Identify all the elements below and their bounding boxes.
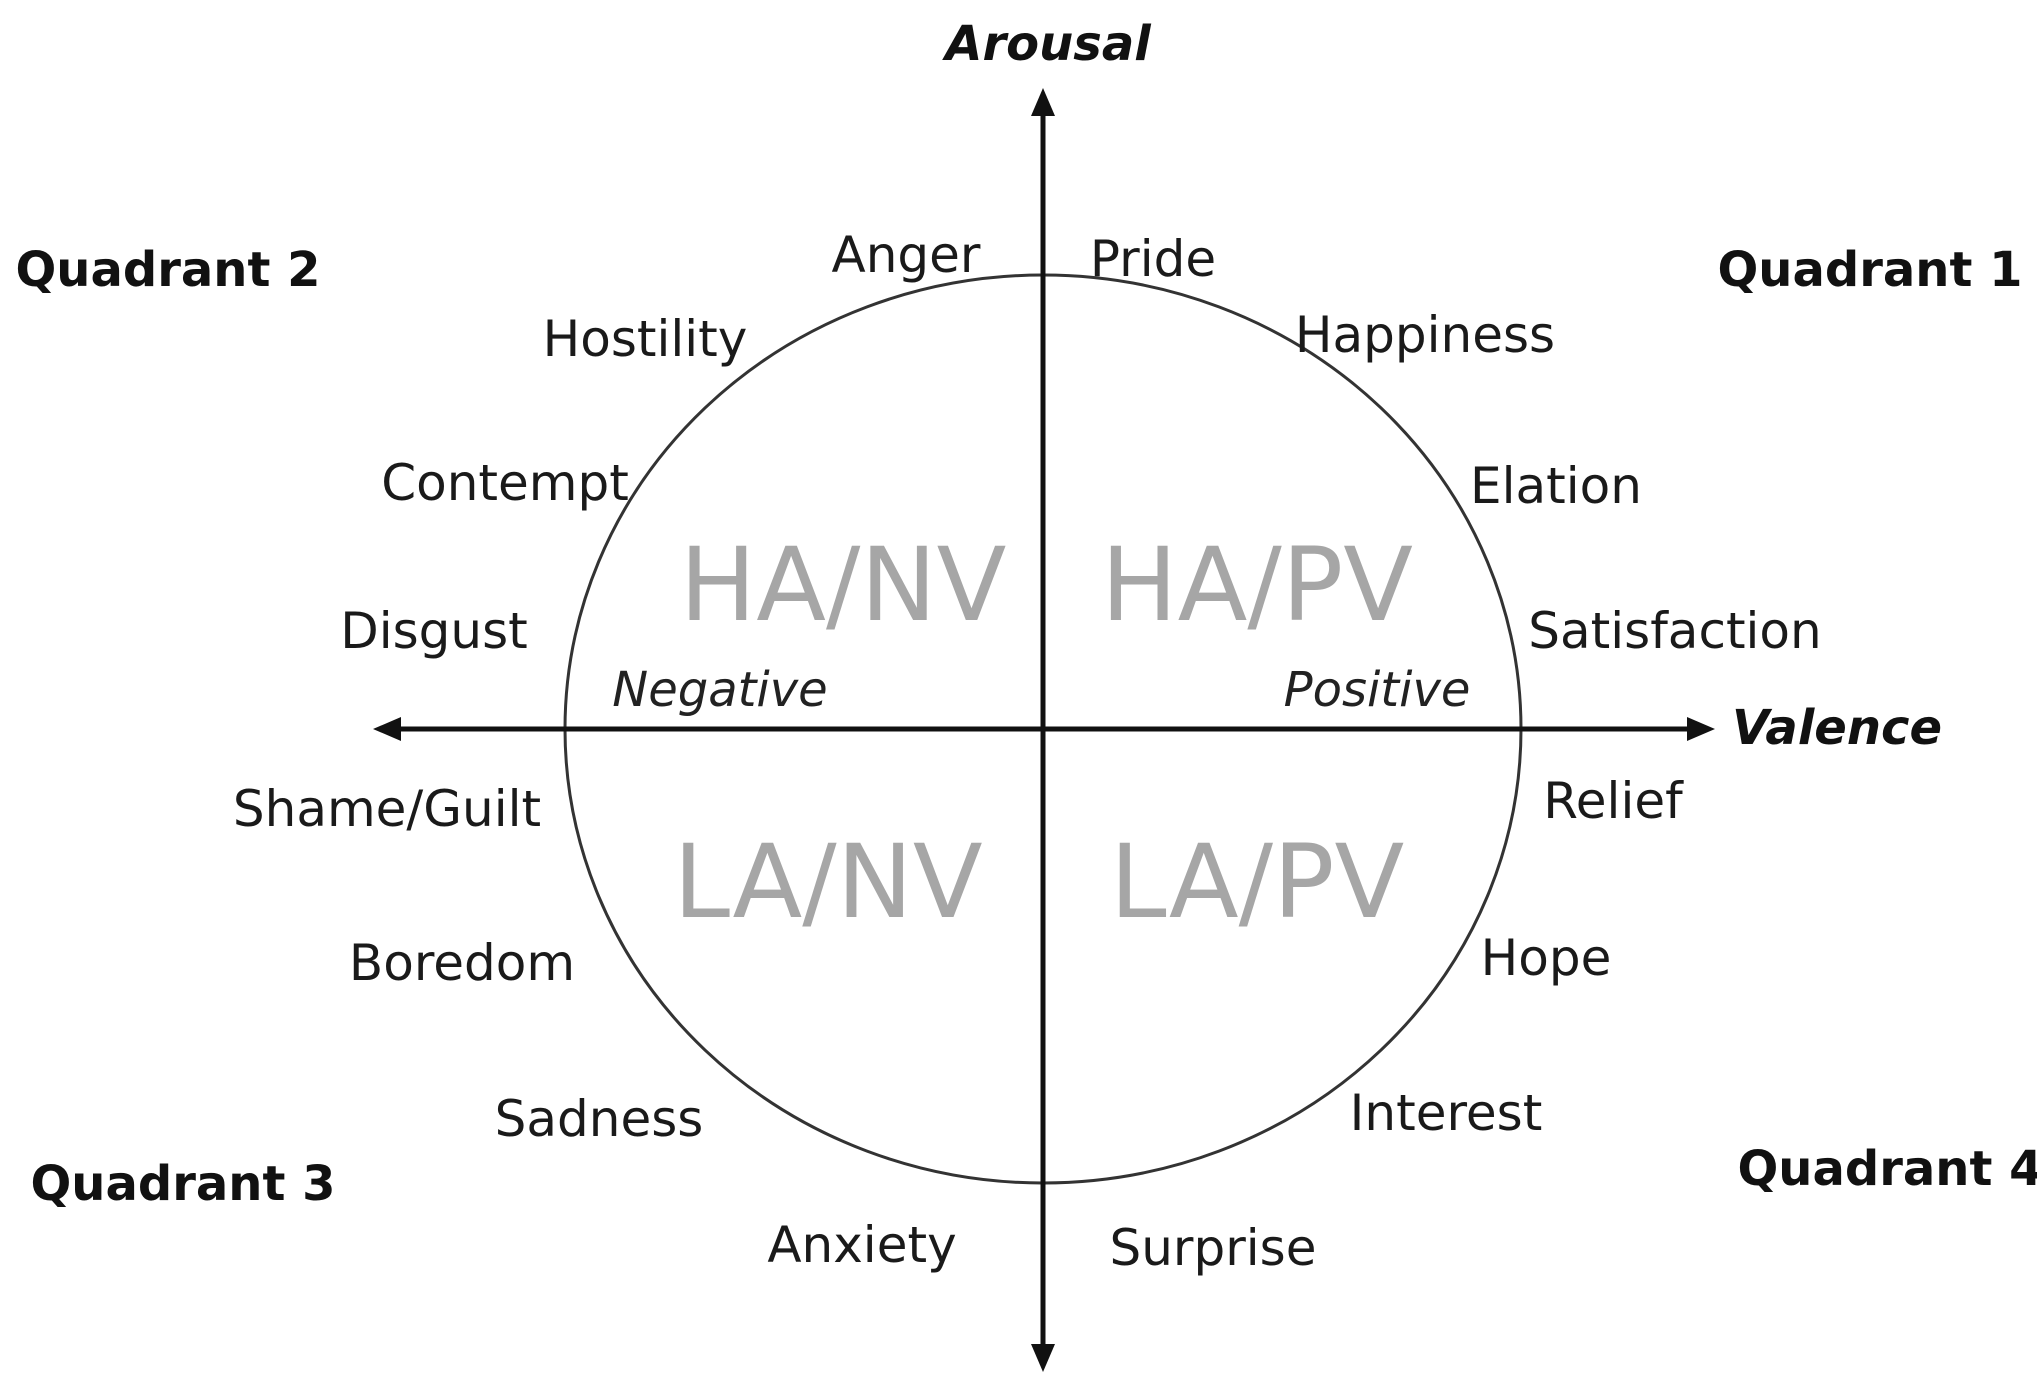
- emotion-satisfaction: Satisfaction: [1528, 602, 1821, 660]
- emotion-hope: Hope: [1481, 929, 1612, 987]
- quadrant-1-label: Quadrant 1: [1717, 242, 2022, 298]
- emotion-interest: Interest: [1350, 1084, 1543, 1142]
- emotion-anxiety: Anxiety: [767, 1216, 956, 1274]
- negative-pole-label: Negative: [612, 662, 827, 718]
- arousal-axis-arrow-up: [1031, 88, 1055, 116]
- emotion-anger: Anger: [832, 226, 981, 284]
- quadrant-4-label: Quadrant 4: [1737, 1141, 2037, 1197]
- emotion-contempt: Contempt: [381, 454, 629, 512]
- emotion-disgust: Disgust: [340, 602, 528, 660]
- arousal-axis-title: Arousal: [941, 16, 1151, 72]
- quadrant-2-label: Quadrant 2: [15, 242, 320, 298]
- emotion-boredom: Boredom: [349, 934, 575, 992]
- valence-axis-arrow-left: [373, 717, 401, 741]
- emotion-elation: Elation: [1470, 457, 1642, 515]
- emotion-shame-guilt: Shame/Guilt: [233, 780, 541, 838]
- emotion-pride: Pride: [1090, 230, 1216, 288]
- region-la-nv: LA/NV: [673, 823, 982, 942]
- valence-axis-title: Valence: [1732, 700, 1942, 756]
- emotion-hostility: Hostility: [543, 310, 748, 368]
- emotion-sadness: Sadness: [495, 1090, 704, 1148]
- arousal-axis-arrow-down: [1031, 1344, 1055, 1372]
- positive-pole-label: Positive: [1284, 662, 1471, 718]
- region-ha-nv: HA/NV: [680, 526, 1007, 645]
- valence-axis-arrow-right: [1687, 717, 1715, 741]
- quadrant-3-label: Quadrant 3: [30, 1156, 335, 1212]
- region-ha-pv: HA/PV: [1101, 526, 1413, 645]
- emotion-relief: Relief: [1543, 772, 1684, 830]
- region-la-pv: LA/PV: [1110, 823, 1405, 942]
- emotion-surprise: Surprise: [1110, 1219, 1317, 1277]
- emotion-happiness: Happiness: [1295, 306, 1555, 364]
